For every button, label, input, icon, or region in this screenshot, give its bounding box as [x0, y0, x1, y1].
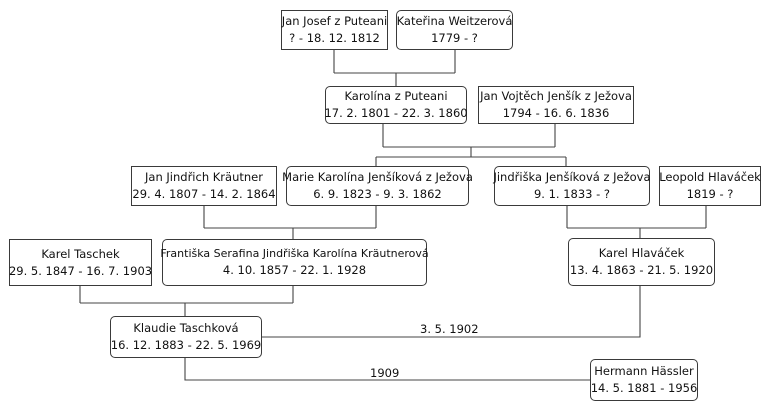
person-karel-taschek: Karel Taschek 29. 5. 1847 - 16. 7. 1903: [9, 239, 152, 286]
person-marie-karolina: Marie Karolína Jenšíková z Ježova 6. 9. …: [282, 166, 473, 206]
person-dates: 4. 10. 1857 - 22. 1. 1928: [222, 263, 367, 278]
marriage-line-1902: [262, 286, 641, 338]
person-dates: ? - 18. 12. 1812: [289, 31, 380, 45]
person-dates: 29. 4. 1807 - 14. 2. 1864: [132, 187, 276, 201]
person-hermann: Hermann Hässler 14. 5. 1881 - 1956: [590, 359, 698, 401]
person-name: Jan Josef z Puteani: [281, 14, 388, 29]
person-dates: 9. 1. 1833 - ?: [533, 187, 611, 201]
connector-taschek: [79, 286, 294, 316]
person-name: Karolína z Puteani: [344, 89, 448, 104]
connector-hlavacek: [566, 206, 707, 238]
person-frantiska: Františka Serafina Jindřiška Karolína Kr…: [160, 239, 429, 286]
person-jan-jindrich: Jan Jindřich Kräutner 29. 4. 1807 - 14. …: [131, 166, 277, 206]
person-klaudie: Klaudie Taschková 16. 12. 1883 - 22. 5. …: [110, 316, 262, 358]
person-dates: 16. 12. 1883 - 22. 5. 1969: [110, 338, 262, 352]
person-name: Kateřina Weitzerová: [396, 14, 513, 29]
person-dates: 14. 5. 1881 - 1956: [590, 381, 698, 395]
person-dates: 17. 2. 1801 - 22. 3. 1860: [324, 106, 468, 120]
person-jindriska: Jindřiška Jenšíková z Ježova 9. 1. 1833 …: [493, 166, 651, 206]
person-name: Hermann Hässler: [594, 364, 694, 379]
person-dates: 1819 - ?: [686, 187, 734, 201]
person-leopold: Leopold Hlaváček 1819 - ?: [659, 166, 761, 206]
marriage-line-1909: [184, 358, 590, 381]
person-name: Jan Vojtěch Jenšík z Ježova: [480, 89, 632, 104]
person-jan-vojtech: Jan Vojtěch Jenšík z Ježova 1794 - 16. 6…: [478, 86, 634, 124]
connector-krautner: [203, 206, 377, 239]
connector-puteani: [333, 50, 456, 86]
person-name: Marie Karolína Jenšíková z Ježova: [282, 170, 473, 185]
marriage-date-1902: 3. 5. 1902: [420, 322, 479, 336]
person-dates: 1779 - ?: [431, 31, 478, 45]
person-dates: 6. 9. 1823 - 9. 3. 1862: [313, 187, 442, 201]
connector-jensik: [375, 124, 567, 166]
person-karel-hlavacek: Karel Hlaváček 13. 4. 1863 - 21. 5. 1920: [568, 238, 715, 286]
person-name: Karel Taschek: [41, 246, 120, 261]
marriage-date-1909: 1909: [370, 366, 400, 380]
person-dates: 29. 5. 1847 - 16. 7. 1903: [8, 263, 153, 278]
person-name: Jan Jindřich Kräutner: [145, 170, 263, 185]
person-jan-josef: Jan Josef z Puteani ? - 18. 12. 1812: [281, 10, 388, 50]
person-katerina: Kateřina Weitzerová 1779 - ?: [396, 10, 513, 50]
person-name: Klaudie Taschková: [133, 321, 239, 336]
person-name: Karel Hlaváček: [598, 246, 685, 261]
person-karolina: Karolína z Puteani 17. 2. 1801 - 22. 3. …: [324, 86, 468, 124]
person-name: Leopold Hlaváček: [659, 170, 761, 185]
person-dates: 13. 4. 1863 - 21. 5. 1920: [569, 263, 714, 277]
person-name: Františka Serafina Jindřiška Karolína Kr…: [160, 247, 429, 261]
person-name: Jindřiška Jenšíková z Ježova: [493, 170, 651, 185]
person-dates: 1794 - 16. 6. 1836: [502, 106, 610, 120]
